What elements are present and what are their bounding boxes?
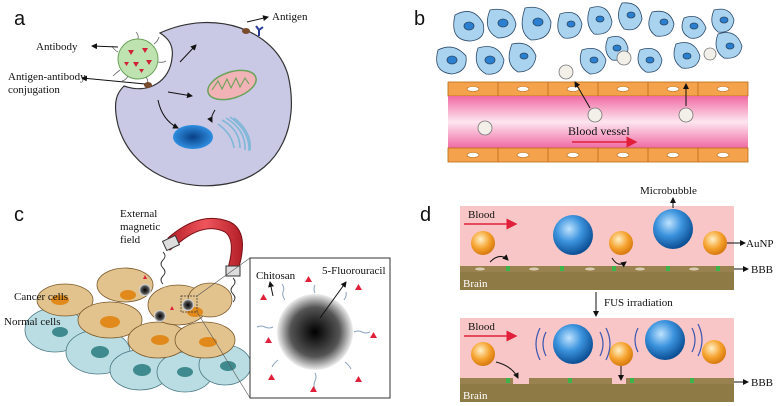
tumor-cells xyxy=(436,2,743,75)
blood-label-bottom: Blood xyxy=(468,321,495,333)
nanoparticles-b xyxy=(477,47,717,136)
magnetic-nanoparticles xyxy=(139,275,194,322)
panel-d-letter: d xyxy=(420,204,431,226)
panel-d: d Blood Microbubble AuNP BBB Brain FUS i… xyxy=(420,185,774,402)
panel-c: c xyxy=(4,204,391,399)
bbb-bottom xyxy=(460,378,734,384)
bbb-top xyxy=(460,266,734,272)
cancer-label: Cancer cells xyxy=(14,291,68,303)
fluorouracil-markers xyxy=(260,276,377,392)
normal-label: Normal cells xyxy=(4,316,61,328)
mitochondrion-icon xyxy=(207,69,257,101)
cell-a-body xyxy=(114,21,292,187)
field-label-line2: magnetic xyxy=(120,221,160,233)
aunp-5 xyxy=(609,342,633,366)
endothelium-top xyxy=(447,81,749,97)
field-label-line1: External xyxy=(120,208,157,220)
panel-a-letter: a xyxy=(14,8,26,30)
blood-region-top xyxy=(460,206,734,270)
conjugation-marker xyxy=(144,82,152,88)
panel-c-letter: c xyxy=(14,204,24,226)
chitosan-chains xyxy=(256,283,371,390)
endothelium-bottom xyxy=(447,147,749,163)
antibody-nanoparticle xyxy=(111,31,167,86)
aunp-label: AuNP xyxy=(746,238,774,250)
microbubble-2 xyxy=(653,209,693,249)
chitosan-label: Chitosan xyxy=(256,270,296,282)
field-label-line3: field xyxy=(120,234,141,246)
conjugation-label-line1: Antigen-antibody xyxy=(8,71,86,83)
blood-region-bottom xyxy=(460,318,734,382)
golgi-icon xyxy=(217,116,251,152)
aunp-4 xyxy=(471,342,495,366)
bbb-label-bottom: BBB xyxy=(751,377,773,389)
aunp-6 xyxy=(702,340,726,364)
drug-label: 5-Fluorouracil xyxy=(322,265,386,277)
blood-label-top: Blood xyxy=(468,209,495,221)
panel-b: b xyxy=(414,2,749,163)
conjugation-label-line2: conjugation xyxy=(8,84,60,96)
antibody-label: Antibody xyxy=(36,41,78,53)
antigen-marker xyxy=(242,25,264,36)
brain-label-top: Brain xyxy=(463,278,488,290)
microbubble-1 xyxy=(553,215,593,255)
antigen-label: Antigen xyxy=(272,11,308,23)
microbubble-label: Microbubble xyxy=(640,185,697,197)
aunp-1 xyxy=(471,231,495,255)
vessel-label: Blood vessel xyxy=(568,124,630,138)
nucleus-icon xyxy=(173,125,213,149)
bbb-label-top: BBB xyxy=(751,264,773,276)
brain-region-bottom xyxy=(460,382,734,402)
nanoparticle-core xyxy=(277,294,353,370)
magnet-icon xyxy=(160,217,243,303)
microbubble-3 xyxy=(553,324,593,364)
blood-vessel xyxy=(448,96,748,148)
panel-a: a xyxy=(8,8,308,187)
aunp-3 xyxy=(703,231,727,255)
ultrasound-waves xyxy=(535,323,703,361)
aunp-2 xyxy=(609,231,633,255)
panel-b-letter: b xyxy=(414,8,425,30)
microbubble-4 xyxy=(645,320,685,360)
fus-label: FUS irradiation xyxy=(604,297,673,309)
brain-region-top xyxy=(460,270,734,290)
normal-cells xyxy=(24,307,252,393)
brain-label-bottom: Brain xyxy=(463,390,488,402)
